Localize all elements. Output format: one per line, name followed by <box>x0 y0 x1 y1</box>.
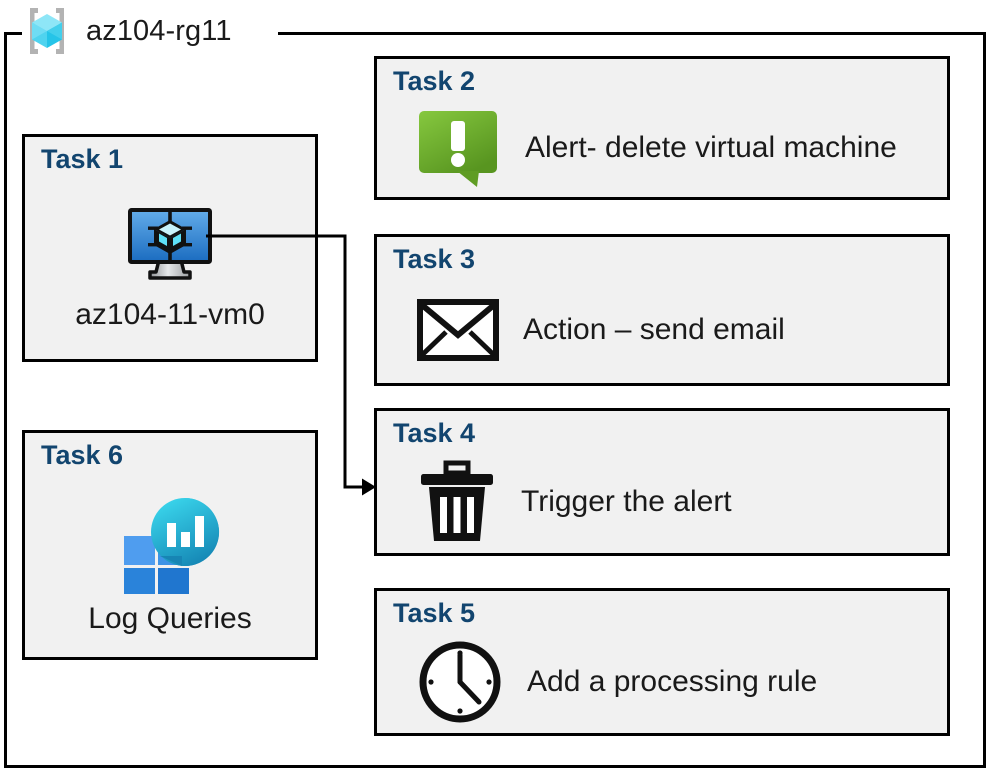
resource-group-name: az104-rg11 <box>86 14 232 47</box>
task-box-2[interactable]: Task 2 Alert- delete virtual machin <box>374 56 950 200</box>
task-label: Task 2 <box>393 66 476 96</box>
resource-group-cube-icon <box>18 4 76 58</box>
envelope-icon <box>417 299 499 361</box>
task-content: Alert- delete virtual machine <box>417 103 935 193</box>
task-content: Add a processing rule <box>417 635 935 729</box>
task-box-3[interactable]: Task 3 Action – send email <box>374 234 950 386</box>
task-box-5[interactable]: Task 5 Add a processing rule <box>374 588 950 736</box>
task-label: Task 4 <box>393 418 476 448</box>
task-box-4[interactable]: Task 4 Trigger the alert <box>374 408 950 556</box>
task-label: Task 1 <box>41 144 124 174</box>
task-caption: az104-11-vm0 <box>75 297 265 331</box>
alert-speech-bubble-icon <box>417 109 501 187</box>
task-content: az104-11-vm0 <box>25 185 315 353</box>
task-caption: Add a processing rule <box>527 664 818 698</box>
resource-group-frame <box>4 32 986 768</box>
task-caption: Log Queries <box>88 601 252 635</box>
task-box-1[interactable]: Task 1 <box>22 134 318 362</box>
task-label: Task 6 <box>41 440 124 470</box>
task-caption: Trigger the alert <box>521 484 732 518</box>
resource-group-frame-label-gap <box>22 22 278 44</box>
task-box-6[interactable]: Task 6 <box>22 430 318 660</box>
task-label: Task 5 <box>393 598 476 628</box>
task-content: Trigger the alert <box>417 455 935 549</box>
task-caption: Alert- delete virtual machine <box>525 130 897 164</box>
task-caption: Action – send email <box>523 312 785 346</box>
virtual-machine-icon <box>126 206 214 290</box>
task-content: Log Queries <box>25 481 315 651</box>
resource-group-header: az104-rg11 <box>18 2 232 60</box>
task-label: Task 3 <box>393 244 476 274</box>
clock-icon <box>417 639 503 725</box>
trash-can-icon <box>417 459 497 545</box>
log-analytics-icon <box>117 496 223 594</box>
task-content: Action – send email <box>417 281 935 379</box>
